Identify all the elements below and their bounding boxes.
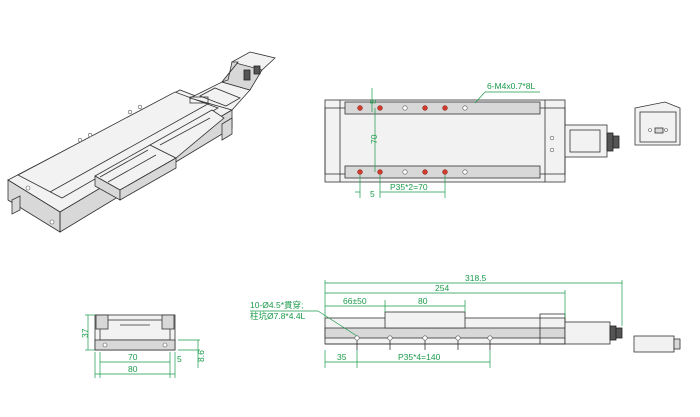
end-width-outer-dim: 80 (128, 364, 138, 374)
end-gap-dim: 5 (177, 354, 182, 364)
front-end-dimensions: 37 70 80 5 8.6 (80, 314, 206, 378)
tap-holes-label: 6-M4x0.7*8L (487, 81, 535, 91)
bottom-start-dim: 35 (337, 352, 347, 362)
overall-length-dim: 318.5 (465, 273, 487, 283)
carriage-length-dim: 80 (418, 296, 428, 306)
front-end-view (94, 314, 176, 351)
end-width-inner-dim: 70 (128, 352, 138, 362)
through-holes-label-2: 柱坑Ø7.8*4.4L (250, 311, 306, 321)
top-view (324, 99, 620, 183)
isometric-view (7, 51, 276, 233)
side-view (324, 311, 681, 353)
carriage-offset-dim: 66±50 (343, 296, 367, 306)
end-base-dim: 8.6 (196, 350, 206, 362)
side-view-dimensions: 318.5 254 66±50 80 35 P35*4=140 10-Ø4.5*… (250, 273, 623, 368)
through-holes-label-1: 10-Ø4.5*貫穿; (250, 300, 303, 310)
end-height-dim: 37 (80, 328, 90, 338)
motor-end-view (634, 101, 681, 146)
top-view-dimensions: 6-M4x0.7*8L 5 70 5 P35*2=70 (355, 81, 540, 199)
through-hole-markers (354, 335, 493, 350)
top-pitch-dim: P35*2=70 (390, 182, 428, 192)
top-small-dim: 5 (368, 99, 378, 104)
top-edge-dim: 5 (370, 189, 375, 199)
top-width-dim: 70 (369, 134, 379, 144)
bottom-pitch-dim: P35*4=140 (398, 352, 441, 362)
stroke-length-dim: 254 (435, 283, 449, 293)
